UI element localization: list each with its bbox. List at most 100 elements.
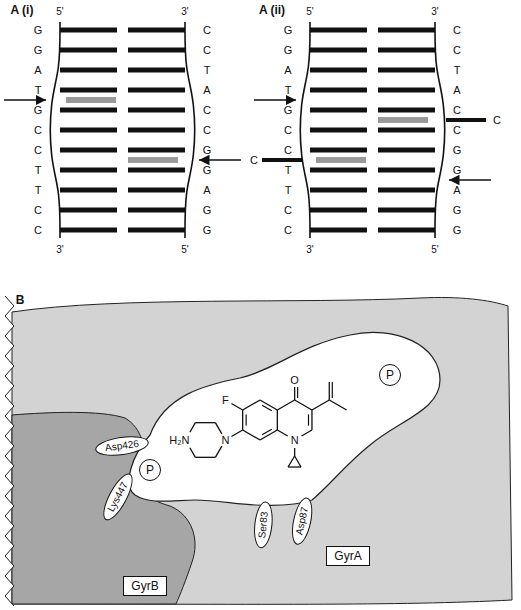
strand-end: 5' — [56, 7, 63, 17]
base-letter: G — [284, 45, 293, 56]
base-bar — [60, 68, 117, 73]
double-bond — [308, 414, 309, 425]
base-letter: A — [453, 185, 460, 196]
base-letter: C — [453, 25, 461, 36]
base-bar — [60, 148, 117, 153]
base-bar — [60, 228, 117, 233]
double-bond — [262, 429, 272, 435]
cleavage-arrow — [4, 99, 46, 101]
base-bar — [378, 228, 435, 233]
chemical-bond — [302, 430, 312, 436]
base-bar — [310, 108, 367, 113]
base-letter: T — [204, 65, 211, 76]
base-letter: A — [203, 185, 210, 196]
drug-bar — [128, 157, 178, 163]
double-bond — [332, 382, 333, 398]
base-letter: C — [284, 125, 292, 136]
chemical-bond — [312, 400, 329, 410]
node-text: P — [386, 369, 394, 381]
base-bar — [60, 188, 117, 193]
base-bar — [310, 48, 367, 53]
strand-end: 3' — [181, 7, 188, 17]
base-letter: A — [203, 85, 210, 96]
base-letter: G — [203, 145, 212, 156]
base-letter: C — [284, 225, 292, 236]
node-text: Ser83 — [257, 511, 270, 539]
chemical-bond — [288, 456, 295, 467]
base-letter: T — [454, 65, 461, 76]
chemical-bond — [243, 430, 260, 440]
base-letter: A — [284, 65, 291, 76]
base-letter: G — [453, 145, 462, 156]
base-letter: C — [34, 145, 42, 156]
dna-backbone — [185, 22, 195, 238]
phosphate-circle: P — [379, 364, 401, 386]
chemical-bond — [277, 400, 294, 410]
base-bar — [128, 168, 185, 173]
base-letter: G — [203, 205, 212, 216]
base-bar — [60, 28, 117, 33]
base-letter: G — [34, 45, 43, 56]
node-text: P — [146, 464, 154, 476]
base-letter: C — [493, 115, 501, 126]
strand-end: 3' — [56, 245, 63, 255]
torn-edge — [0, 292, 14, 610]
base-letter: T — [285, 85, 292, 96]
base-letter: C — [284, 145, 292, 156]
base-bar — [60, 128, 117, 133]
base-bar — [60, 168, 117, 173]
base-bar — [128, 208, 185, 213]
base-letter: T — [285, 185, 292, 196]
base-letter: G — [34, 105, 43, 116]
base-letter: C — [453, 125, 461, 136]
base-bar — [128, 228, 185, 233]
base-bar — [310, 88, 367, 93]
base-bar — [378, 128, 435, 133]
base-letter: C — [34, 225, 42, 236]
chemical-bond — [329, 400, 346, 410]
cleavage-arrow — [449, 179, 491, 181]
atom-label: N — [221, 435, 229, 446]
chemical-bond — [190, 448, 196, 458]
drug-bar — [66, 97, 116, 103]
drug-bar — [378, 117, 428, 123]
atom-label: N — [291, 435, 299, 446]
atom-label: H₂N — [169, 435, 189, 446]
base-bar — [378, 188, 435, 193]
subunit-box: GyrB — [123, 576, 166, 596]
base-letter: G — [453, 205, 462, 216]
base-bar — [310, 188, 367, 193]
base-bar — [310, 228, 367, 233]
base-bar — [128, 48, 185, 53]
dna-ladder — [254, 22, 491, 238]
phosphate-circle: P — [139, 459, 161, 481]
base-bar — [310, 28, 367, 33]
base-letter: C — [453, 45, 461, 56]
node-text: GyrA — [334, 550, 361, 562]
chemical-bond — [294, 448, 295, 456]
chemical-bond — [195, 422, 215, 423]
strand-end: 5' — [431, 245, 438, 255]
base-letter: C — [453, 105, 461, 116]
flipped-base-bar — [446, 118, 486, 122]
base-bar — [60, 208, 117, 213]
chemical-bond — [260, 400, 277, 410]
base-letter: G — [203, 225, 212, 236]
base-letter: C — [203, 45, 211, 56]
subunit-box: GyrA — [326, 546, 369, 566]
chemical-bond — [277, 430, 287, 436]
base-letter: T — [285, 165, 292, 176]
base-letter: G — [453, 165, 462, 176]
base-bar — [128, 68, 185, 73]
node-text: GyrB — [131, 580, 158, 592]
node-text: Asp426 — [105, 439, 140, 454]
base-letter: T — [35, 165, 42, 176]
base-bar — [378, 108, 435, 113]
base-bar — [378, 148, 435, 153]
base-bar — [128, 148, 185, 153]
base-letter: C — [203, 25, 211, 36]
cleavage-arrow — [199, 159, 241, 161]
base-letter: C — [203, 105, 211, 116]
strand-end: 5' — [181, 245, 188, 255]
base-letter: G — [203, 165, 212, 176]
